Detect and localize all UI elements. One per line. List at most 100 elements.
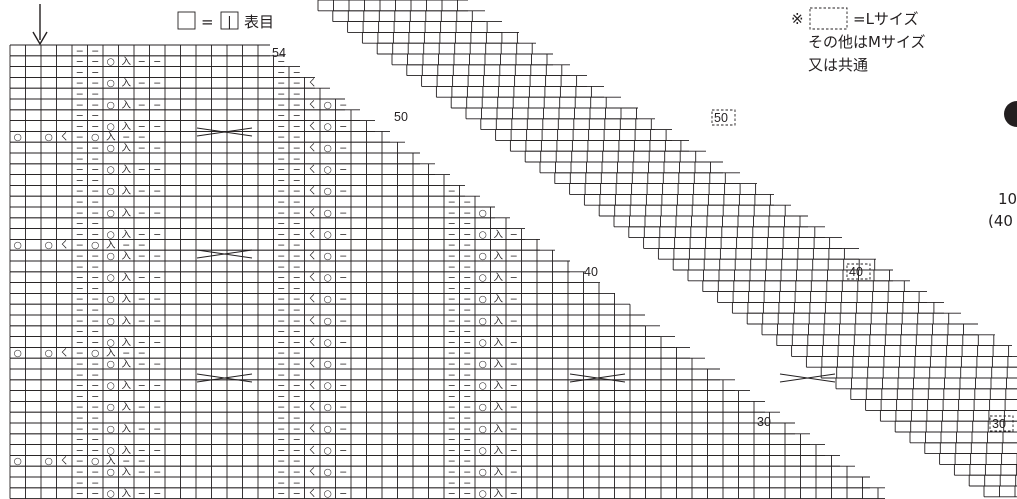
stitch-symbol: −	[339, 208, 347, 219]
stitch-symbol: 入	[121, 294, 131, 305]
stitch-symbol: ○	[324, 467, 332, 478]
stitch-symbol: ㄑ	[307, 489, 317, 499]
stitch-symbol: −	[153, 294, 161, 305]
stitch-symbol: ○	[14, 240, 22, 251]
stitch-symbol: −	[277, 78, 285, 89]
stitch-symbol: −	[463, 337, 471, 348]
stitch-symbol: −	[122, 348, 130, 359]
stitch-symbol: −	[277, 57, 285, 68]
stitch-symbol: ○	[479, 294, 487, 305]
legend-knit-symbol: |	[227, 15, 231, 30]
stitch-symbol: −	[293, 143, 301, 154]
stitch-symbol: ㄑ	[307, 121, 317, 132]
stitch-symbol: −	[293, 478, 301, 489]
stitch-symbol: −	[153, 381, 161, 392]
stitch-symbol: −	[293, 445, 301, 456]
cable-crossings	[196, 127, 836, 383]
stitch-symbol: ○	[324, 186, 332, 197]
cable-cross-mark	[569, 373, 626, 383]
stitch-symbol: −	[91, 262, 99, 273]
stitch-symbol: −	[138, 402, 146, 413]
stitch-symbol: ○	[14, 456, 22, 467]
edge-text-line2: (40	[988, 212, 1013, 230]
stitch-symbol: ○	[324, 424, 332, 435]
stitch-symbol: −	[76, 57, 84, 68]
stitch-symbol: −	[153, 229, 161, 240]
stitch-symbol: −	[138, 186, 146, 197]
stitch-symbol: −	[91, 413, 99, 424]
stitch-symbol: ○	[14, 132, 22, 143]
stitch-symbol: −	[293, 424, 301, 435]
stitch-symbol: −	[91, 370, 99, 381]
legend-knit-label: 表目	[244, 13, 274, 31]
stitch-symbol: −	[339, 424, 347, 435]
stitch-symbol: 入	[493, 229, 503, 240]
stitch-symbol: 入	[121, 359, 131, 370]
stitch-symbol: −	[448, 251, 456, 262]
stitch-symbol: ㄑ	[307, 445, 317, 456]
stitch-symbol: −	[448, 359, 456, 370]
stitch-symbol: ㄑ	[307, 316, 317, 327]
stitch-symbol: −	[76, 467, 84, 478]
stitch-symbols: −−−−○入−−−−−−−−−○入−−−−ㄑ−−−−−−○入−−−−ㄑ○−−−−…	[14, 46, 518, 499]
dashed-box-icon	[809, 7, 848, 30]
stitch-symbol: ○	[324, 381, 332, 392]
stitch-symbol: 入	[493, 467, 503, 478]
stitch-symbol: ○	[45, 456, 53, 467]
stitch-symbol: ○	[107, 273, 115, 284]
stitch-symbol: −	[138, 424, 146, 435]
stitch-symbol: 入	[493, 424, 503, 435]
stitch-symbol: −	[277, 327, 285, 338]
stitch-symbol: −	[153, 359, 161, 370]
stitch-symbol: −	[153, 186, 161, 197]
stitch-symbol: −	[448, 219, 456, 230]
stitch-symbol: −	[138, 294, 146, 305]
stitch-symbol: −	[293, 489, 301, 499]
stitch-symbol: −	[277, 370, 285, 381]
stitch-symbol: −	[76, 208, 84, 219]
stitch-symbol: −	[463, 283, 471, 294]
stitch-symbol: ○	[107, 359, 115, 370]
stitch-symbol: ○	[324, 121, 332, 132]
stitch-symbol: −	[91, 165, 99, 176]
stitch-symbol: ○	[107, 467, 115, 478]
stitch-symbol: ○	[107, 165, 115, 176]
stitch-symbol: −	[277, 391, 285, 402]
stitch-symbol: −	[293, 273, 301, 284]
stitch-symbol: ○	[107, 251, 115, 262]
legend-blank-square-icon	[177, 11, 196, 30]
stitch-symbol: −	[153, 100, 161, 111]
stitch-symbol: −	[153, 251, 161, 262]
stitch-symbol: −	[339, 273, 347, 284]
stitch-symbol: ○	[91, 348, 99, 359]
stitch-symbol: ○	[324, 294, 332, 305]
stitch-symbol: −	[510, 359, 518, 370]
stitch-symbol: 入	[493, 381, 503, 392]
stitch-symbol: 入	[493, 316, 503, 327]
stitch-symbol: ○	[91, 456, 99, 467]
stitch-symbol: ㄑ	[307, 337, 317, 348]
stitch-symbol: −	[293, 391, 301, 402]
stitch-symbol: ○	[324, 316, 332, 327]
stitch-symbol: −	[76, 89, 84, 100]
stitch-symbol: −	[138, 337, 146, 348]
stitch-symbol: 入	[121, 424, 131, 435]
stitch-symbol: −	[76, 478, 84, 489]
stitch-symbol: −	[463, 262, 471, 273]
stitch-symbol: −	[463, 370, 471, 381]
stitch-symbol: 入	[121, 100, 131, 111]
stitch-symbol: −	[153, 467, 161, 478]
stitch-symbol: −	[293, 154, 301, 165]
stitch-symbol: 入	[493, 445, 503, 456]
stitch-symbol: ○	[324, 337, 332, 348]
stitch-symbol: −	[91, 467, 99, 478]
stitch-symbol: −	[293, 262, 301, 273]
stitch-symbol: ○	[45, 132, 53, 143]
stitch-symbol: −	[91, 208, 99, 219]
stitch-symbol: ㄑ	[307, 467, 317, 478]
stitch-symbol: −	[138, 57, 146, 68]
stitch-symbol: −	[76, 283, 84, 294]
stitch-symbol: −	[91, 294, 99, 305]
stitch-symbol: −	[91, 283, 99, 294]
legend: = | 表目	[177, 11, 274, 31]
